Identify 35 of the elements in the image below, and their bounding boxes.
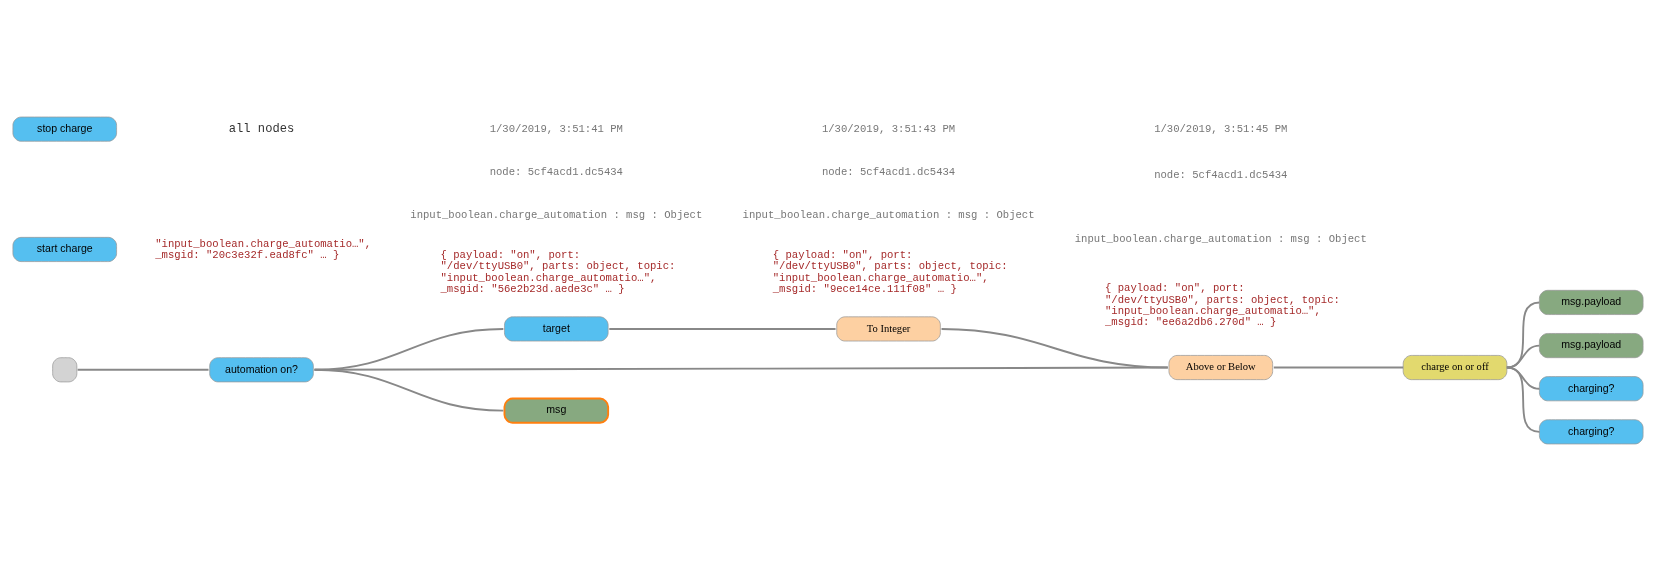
connector — [1272, 366, 1405, 369]
connector — [1505, 301, 1541, 369]
node-box: charging? — [1539, 419, 1644, 445]
label: 1/30/2019, 3:51:45 PM — [1154, 122, 1288, 135]
label: node: 5cf4acd1.dc5434 — [821, 166, 956, 179]
node-box: stop charge — [12, 116, 117, 142]
node-box: msg.payload — [1539, 333, 1644, 359]
connector — [76, 368, 210, 371]
label: input_boolean.charge_automation : msg : Object — [410, 209, 703, 222]
node-box: charging? — [1539, 376, 1644, 402]
node-box: msg — [503, 397, 610, 424]
label: all nodes — [228, 122, 295, 137]
node-box: automation on? — [209, 357, 314, 383]
label: node: 5cf4acd1.dc5434 — [489, 166, 623, 179]
node-box: start charge — [12, 237, 117, 262]
node-box: charge on or off — [1402, 355, 1508, 380]
label: input_boolean.charge_automation : msg : Object — [1074, 232, 1367, 245]
connector — [1505, 344, 1541, 369]
label: { payload: "on", port: "/dev/ttyUSB0", parts: object, topic: "input_boolean.charge_automatio…", _msgid: "9ece14ce.111f08" … } — [772, 248, 1008, 295]
label: "input_boolean.charge_automatio…", _msgid: "20c3e32f.ead8fc" … } — [155, 237, 372, 261]
connector — [1505, 366, 1541, 433]
node-box: To Integer — [836, 316, 941, 342]
label: { payload: "on", port: "/dev/ttyUSB0", parts: object, topic: "input_boolean.charge_automatio…", _msgid: "ee6a2db6.270d" … } — [1105, 282, 1340, 329]
node-box: target — [504, 316, 609, 342]
label: input_boolean.charge_automation : msg : Object — [742, 209, 1035, 222]
connector — [608, 328, 837, 330]
node-box: msg.payload — [1539, 289, 1644, 315]
node-box: Above or Below — [1168, 355, 1273, 380]
label: { payload: "on", port: "/dev/ttyUSB0", parts: object, topic: "input_boolean.charge_automatio…", _msgid: "56e2b23d.aede3c" … } — [440, 248, 676, 295]
label: node: 5cf4acd1.dc5434 — [1154, 169, 1288, 182]
connector — [313, 368, 505, 412]
label: 1/30/2019, 3:51:43 PM — [821, 122, 956, 135]
label: 1/30/2019, 3:51:41 PM — [489, 122, 623, 135]
node-box — [52, 357, 78, 383]
connector — [940, 328, 1169, 369]
